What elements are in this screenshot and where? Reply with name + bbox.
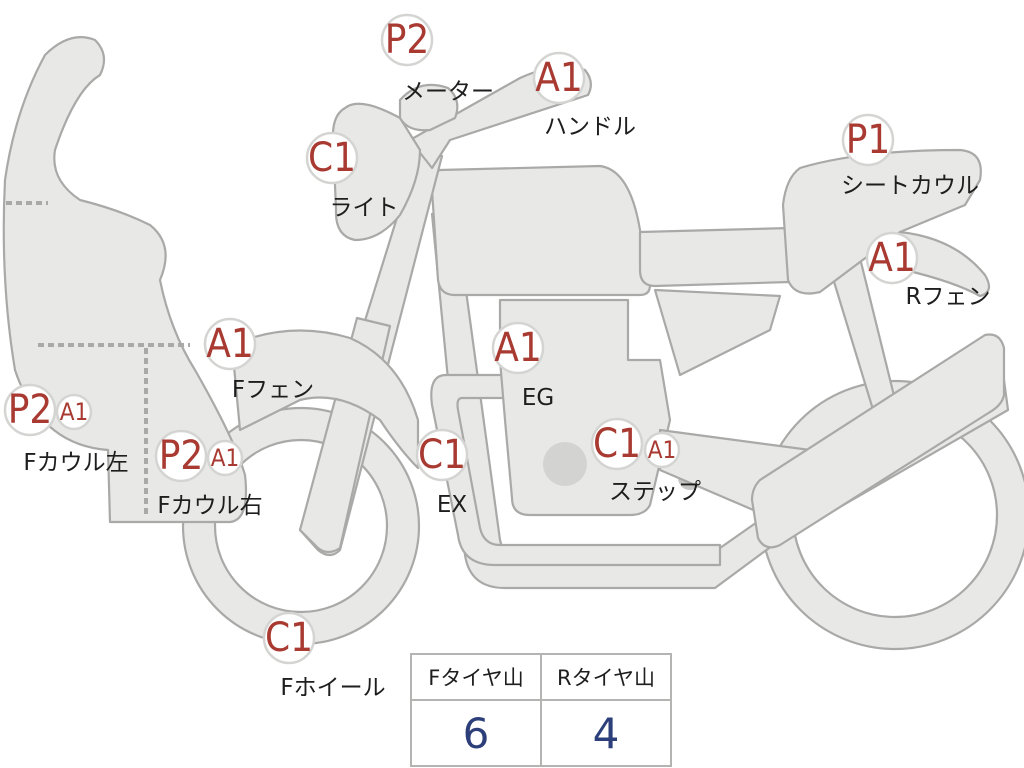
label-exhaust: EX xyxy=(437,492,468,518)
marker-step: C1 A1 ステップ xyxy=(590,417,701,505)
tire-tread-table: Fタイヤ山 Rタイヤ山 6 4 xyxy=(410,653,672,767)
label-f-fender: Fフェン xyxy=(232,377,314,403)
marker-f-cowl-left: P2 A1 Fカウル左 xyxy=(3,383,129,476)
marker-f-fender: A1 Fフェン xyxy=(203,317,314,403)
grade-r-fender: A1 xyxy=(868,235,916,281)
rear-fender xyxy=(898,230,991,298)
seat xyxy=(638,226,792,288)
grade-light: C1 xyxy=(308,135,356,181)
marker-meter: P2 メーター xyxy=(380,13,494,105)
grade-seat-cowl: P1 xyxy=(846,117,891,163)
marker-handle: A1 ハンドル xyxy=(532,51,636,140)
front-fender xyxy=(230,329,420,470)
front-tire-value: 6 xyxy=(410,699,542,767)
front-tire-header: Fタイヤ山 xyxy=(410,653,542,701)
grade2-step: A1 xyxy=(648,436,677,464)
marker-f-cowl-right: P2 A1 Fカウル右 xyxy=(154,429,263,519)
label-r-fender: Rフェン xyxy=(906,284,991,310)
grade2-f-cowl-right: A1 xyxy=(211,444,240,472)
marker-r-fender: A1 Rフェン xyxy=(865,231,991,310)
grade-exhaust: C1 xyxy=(418,432,466,478)
engine-cover xyxy=(543,442,587,486)
grade-f-fender: A1 xyxy=(206,321,254,367)
label-engine: EG xyxy=(522,385,554,411)
rear-shock xyxy=(750,333,1006,549)
rear-tire-value: 4 xyxy=(540,699,672,767)
marker-seat-cowl: P1 シートカウル xyxy=(841,113,979,199)
rear-tire-header: Rタイヤ山 xyxy=(540,653,672,701)
label-f-wheel: Fホイール xyxy=(280,675,385,701)
label-light: ライト xyxy=(330,195,399,221)
label-f-cowl-left: Fカウル左 xyxy=(23,450,128,476)
fuel-tank xyxy=(430,164,652,297)
grade-engine: A1 xyxy=(494,325,542,371)
meter xyxy=(398,83,459,132)
marker-exhaust: C1 EX xyxy=(415,428,469,518)
grade-f-cowl-left: P2 xyxy=(8,387,53,433)
label-seat-cowl: シートカウル xyxy=(841,173,979,199)
marker-engine: A1 EG xyxy=(491,321,554,411)
label-handle: ハンドル xyxy=(544,114,636,140)
grade-handle: A1 xyxy=(535,55,583,101)
grade-f-wheel: C1 xyxy=(265,615,313,661)
label-meter: メーター xyxy=(402,79,494,105)
marker-light: C1 ライト xyxy=(305,131,399,221)
grade-f-cowl-right: P2 xyxy=(159,433,204,479)
grade-step: C1 xyxy=(593,421,641,467)
exhaust-pipe xyxy=(430,373,722,567)
marker-f-wheel: C1 Fホイール xyxy=(262,611,386,701)
label-f-cowl-right: Fカウル右 xyxy=(157,493,262,519)
label-step: ステップ xyxy=(609,479,701,505)
grade2-f-cowl-left: A1 xyxy=(60,398,89,426)
grade-meter: P2 xyxy=(385,17,430,63)
side-cover xyxy=(653,288,782,377)
